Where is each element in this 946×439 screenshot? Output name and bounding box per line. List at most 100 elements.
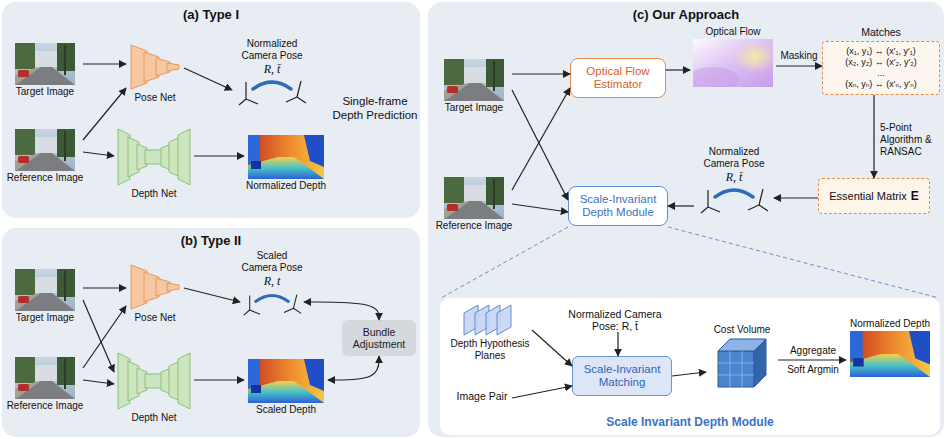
edge-label: Aggregate <box>782 345 844 357</box>
node-label: Depth Net <box>131 412 176 424</box>
street-illustration <box>444 59 504 101</box>
depthnet-illustration <box>118 353 190 409</box>
connector <box>873 95 874 178</box>
node-label: Normalized Camera Pose <box>694 146 774 170</box>
planes-figure <box>460 303 520 337</box>
input-image: Target Image <box>7 42 83 98</box>
zoom-leader-line <box>668 227 939 298</box>
connector <box>83 88 126 140</box>
node-label: (x₂, y₂) ↔ (x′₂, y′₂) <box>828 57 934 68</box>
node-label: Depth Hypothesis Planes <box>448 338 532 362</box>
cube-illustration <box>718 339 766 387</box>
input-image: Target Image <box>436 58 512 114</box>
flow-map: Optical Flow <box>690 26 776 88</box>
node-label: Scale-Invariant Depth Module <box>574 193 662 219</box>
connector <box>304 302 379 320</box>
connector <box>194 379 244 380</box>
node-label: Pose Net <box>134 312 175 324</box>
module-box: Scale-Invariant Depth Module <box>568 186 668 226</box>
network-block: Pose Net <box>126 262 184 324</box>
street-figure <box>15 129 75 171</box>
node-label: Reference Image <box>7 172 84 184</box>
connector <box>512 88 570 190</box>
node-label: R, t̄ <box>726 170 743 184</box>
street-illustration <box>15 357 75 399</box>
connector <box>776 65 822 66</box>
depth-map: Normalized Depth <box>244 134 328 192</box>
node-label: ... <box>828 68 934 79</box>
connector <box>83 287 126 288</box>
panel: (c) Our ApproachTarget ImageReference Im… <box>428 2 944 437</box>
node-label: Pose Net <box>134 92 175 104</box>
posenet-illustration <box>131 265 179 309</box>
input-label: Image Pair <box>452 390 512 402</box>
panel-title: (b) Type II <box>2 228 420 248</box>
street-illustration <box>15 43 75 85</box>
node-label: Reference Image <box>436 220 513 232</box>
camera-pose: Scaled Camera PoseR, t <box>240 250 304 320</box>
match-list: Matches (x₁, y₁) ↔ (x′₁, y′₁)(x₂, y₂) ↔ (… <box>822 26 940 95</box>
annotation: Soft Argmin <box>782 364 844 376</box>
connector <box>512 73 570 74</box>
edge-label-box: Aggregate <box>782 345 844 357</box>
depth-map: Normalized Depth <box>846 318 934 378</box>
node-label: Bundle Adjustment <box>347 326 411 350</box>
flow-illustration <box>687 39 777 91</box>
street-figure <box>444 59 504 101</box>
panel-title: (c) Our Approach <box>428 2 944 22</box>
camera-pose: Normalized Camera PoseR, t̄ <box>232 38 312 108</box>
connector <box>328 356 379 380</box>
flow-figure <box>693 39 773 87</box>
street-illustration <box>444 177 504 219</box>
input-image: Target Image <box>7 268 83 324</box>
street-figure <box>444 177 504 219</box>
connector <box>617 332 618 356</box>
node-label: (xₙ, yₙ) ↔ (x′ₙ, y′ₙ) <box>828 79 934 90</box>
cube-figure <box>716 337 768 389</box>
connector <box>668 205 694 206</box>
street-figure <box>15 43 75 85</box>
connector <box>83 306 126 368</box>
input-image: Reference Image <box>7 128 83 184</box>
input-label: Normalized Camera Pose: R, t̄ <box>560 308 670 332</box>
connector <box>83 380 114 384</box>
axes-figure <box>237 77 307 107</box>
node-heading: Matches <box>822 26 940 39</box>
axes-illustration <box>701 189 768 213</box>
network-block: Depth Net <box>114 350 194 424</box>
connector <box>672 372 706 376</box>
connector <box>666 69 690 70</box>
annotation-box: Soft Argmin <box>782 364 844 376</box>
cost-volume: Cost Volume <box>706 324 778 390</box>
depth-illustration <box>850 331 930 377</box>
edge-label-box: 5-Point Algorithm & RANSAC <box>880 122 940 158</box>
edge-label-box: Masking <box>776 50 822 62</box>
depthnet-figure <box>116 351 192 411</box>
connector <box>778 359 846 360</box>
plane-stack: Depth Hypothesis Planes <box>448 302 532 362</box>
node-label: Optical Flow <box>705 26 760 38</box>
depthnet-illustration <box>118 129 190 185</box>
annotation: Single-frame Depth Prediction <box>332 94 418 122</box>
node-label: (x₁, y₁) ↔ (x′₁, y′₁) <box>828 46 934 57</box>
panel-title: (a) Type I <box>2 2 420 22</box>
node-label: Essential Matrix <box>829 190 907 203</box>
depth-figure <box>248 359 324 403</box>
network-block: Depth Net <box>114 126 194 200</box>
depth-illustration <box>248 359 324 403</box>
connector <box>184 288 240 302</box>
node-label: Scale-Invariant Matching <box>578 363 666 389</box>
axes-figure <box>242 289 302 319</box>
node-label: Depth Net <box>131 188 176 200</box>
depth-figure <box>850 331 930 377</box>
node-label: Target Image <box>445 102 503 114</box>
node-label: R, t̄ <box>264 62 281 76</box>
street-figure <box>15 269 75 311</box>
annotation-box: Single-frame Depth Prediction <box>332 94 418 122</box>
street-figure <box>15 357 75 399</box>
edge-label: Masking <box>776 50 822 62</box>
node-label: Reference Image <box>7 400 84 412</box>
connector <box>774 197 818 198</box>
process-box: Optical Flow Estimator <box>570 58 666 98</box>
connector <box>83 63 126 64</box>
